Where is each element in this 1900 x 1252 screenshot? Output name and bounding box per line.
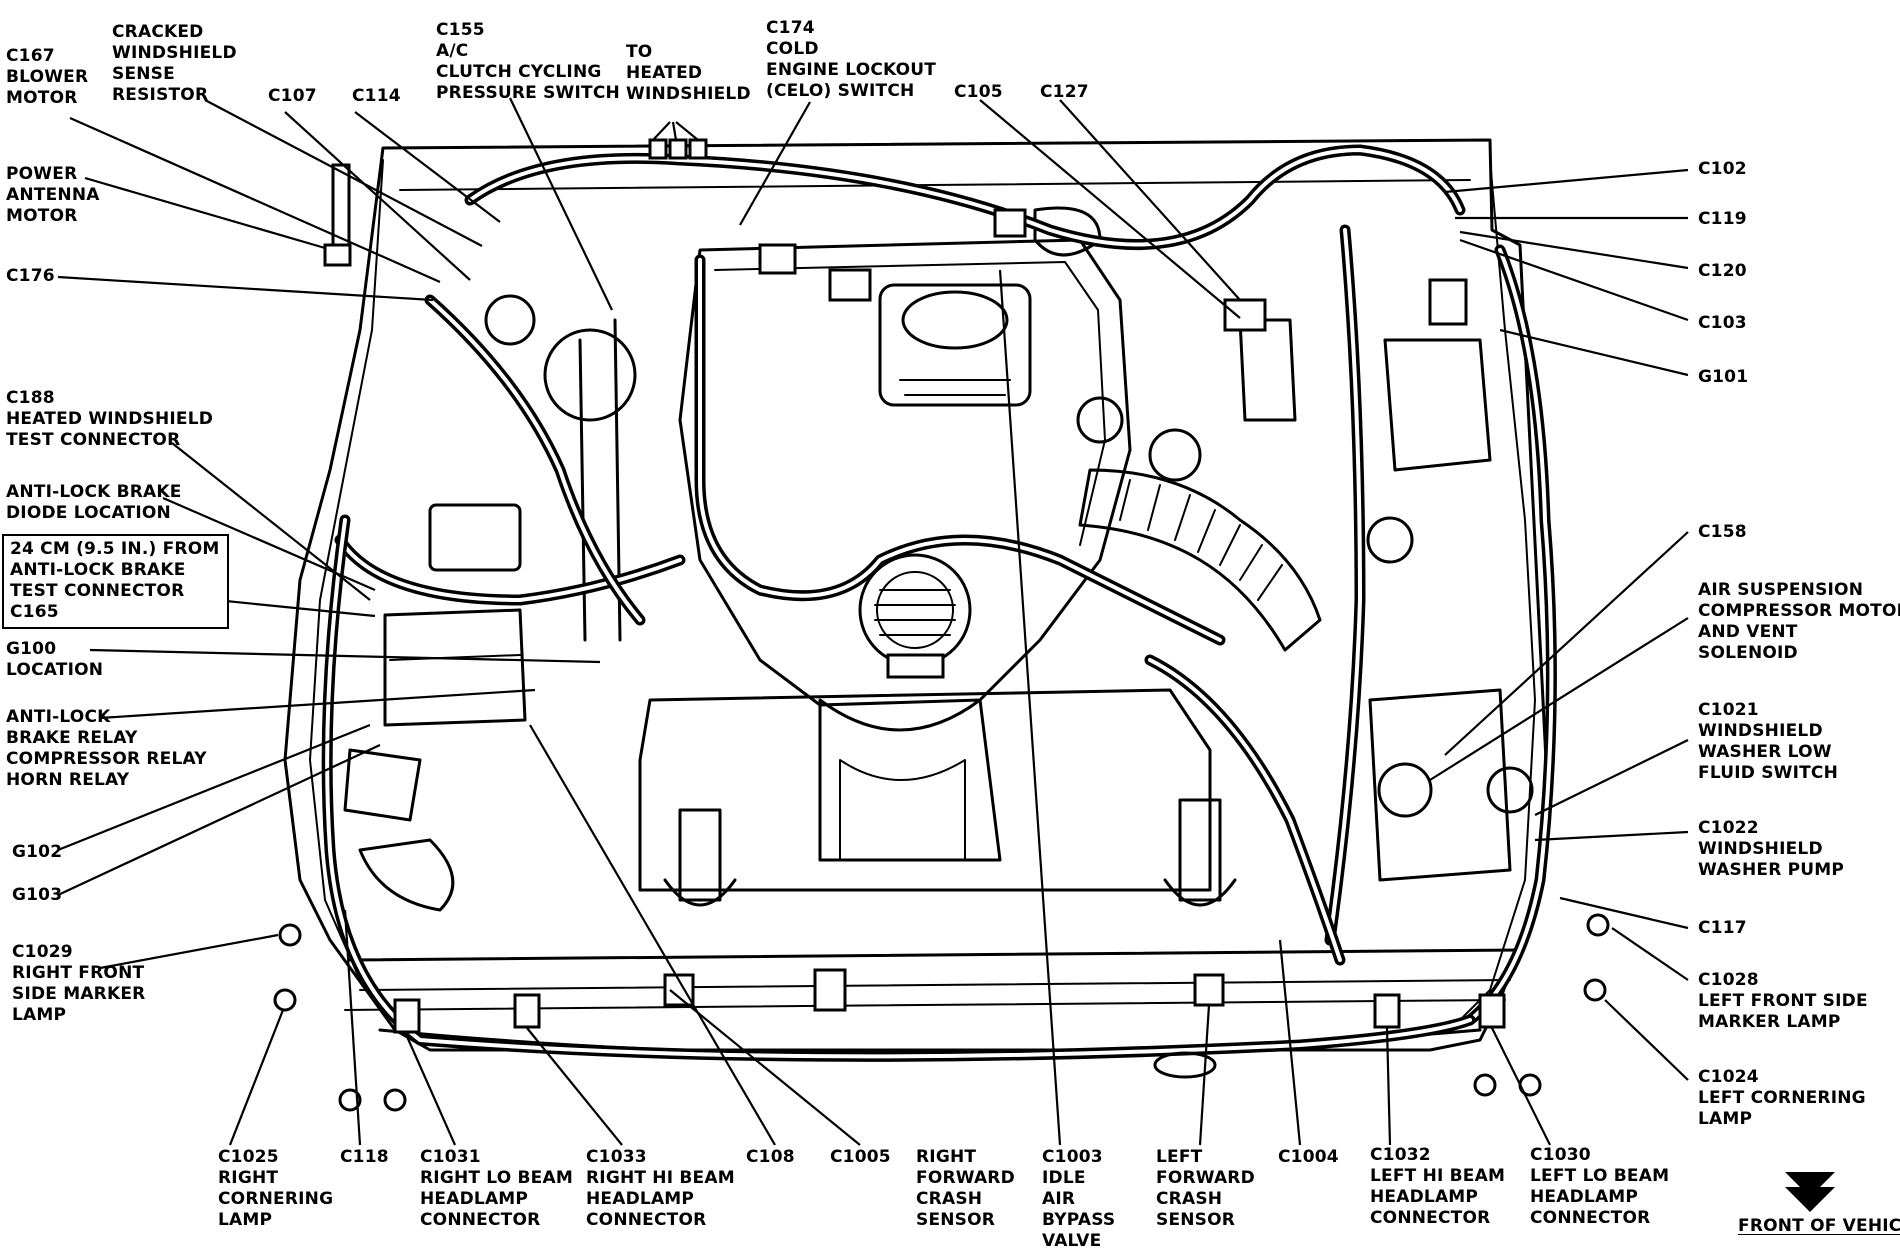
engine-compartment-drawing xyxy=(273,138,1610,1112)
label-c174-celo-switch: C174 COLD ENGINE LOCKOUT (CELO) SWITCH xyxy=(766,18,937,101)
label-c119: C119 xyxy=(1698,209,1747,229)
label-g103: G103 xyxy=(12,885,63,905)
label-c105: C105 xyxy=(954,82,1003,102)
label-c117: C117 xyxy=(1698,918,1747,938)
label-c108: C108 xyxy=(746,1147,795,1167)
label-c1005: C1005 xyxy=(830,1147,891,1167)
callout-leader-lines xyxy=(57,97,1689,1146)
label-c1028-left-front-side-marker-lamp: C1028 LEFT FRONT SIDE MARKER LAMP xyxy=(1698,970,1868,1032)
label-c176: C176 xyxy=(6,266,55,286)
label-c120: C120 xyxy=(1698,261,1747,281)
label-c103: C103 xyxy=(1698,313,1747,333)
label-c1021-washer-low-fluid-switch: C1021 WINDSHIELD WASHER LOW FLUID SWITCH xyxy=(1698,700,1839,783)
label-c1025-right-cornering-lamp: C1025 RIGHT CORNERING LAMP xyxy=(218,1147,334,1230)
label-c1031-right-lo-beam-headlamp-connector: C1031 RIGHT LO BEAM HEADLAMP CONNECTOR xyxy=(420,1147,573,1230)
down-arrow-icon xyxy=(1785,1172,1835,1212)
label-c1024-left-cornering-lamp: C1024 LEFT CORNERING LAMP xyxy=(1698,1067,1866,1129)
label-power-antenna-motor: POWER ANTENNA MOTOR xyxy=(6,164,100,226)
label-left-forward-crash-sensor: LEFT FORWARD CRASH SENSOR xyxy=(1156,1147,1255,1230)
label-c1030-left-lo-beam-headlamp-connector: C1030 LEFT LO BEAM HEADLAMP CONNECTOR xyxy=(1530,1145,1670,1228)
label-c118: C118 xyxy=(340,1147,389,1167)
label-c127: C127 xyxy=(1040,82,1089,102)
label-c1004: C1004 xyxy=(1278,1147,1339,1167)
label-c167-blower-motor: C167 BLOWER MOTOR xyxy=(6,46,89,108)
label-c155-ac-clutch-cycling-pressure-switch: C155 A/C CLUTCH CYCLING PRESSURE SWITCH xyxy=(436,20,620,103)
label-anti-lock-brake-diode-location: ANTI-LOCK BRAKE DIODE LOCATION xyxy=(6,482,182,523)
label-c114: C114 xyxy=(352,86,401,106)
label-c107: C107 xyxy=(268,86,317,106)
label-g100-location: G100 LOCATION xyxy=(6,639,104,680)
front-of-vehicle-label: FRONT OF VEHICLE xyxy=(1738,1216,1900,1236)
label-air-suspension-compressor-motor: AIR SUSPENSION COMPRESSOR MOTOR AND VENT… xyxy=(1698,580,1900,663)
label-c1033-right-hi-beam-headlamp-connector: C1033 RIGHT HI BEAM HEADLAMP CONNECTOR xyxy=(586,1147,735,1230)
label-c1032-left-hi-beam-headlamp-connector: C1032 LEFT HI BEAM HEADLAMP CONNECTOR xyxy=(1370,1145,1506,1228)
label-c102: C102 xyxy=(1698,159,1747,179)
label-to-heated-windshield: TO HEATED WINDSHIELD xyxy=(626,42,751,104)
label-right-forward-crash-sensor: RIGHT FORWARD CRASH SENSOR xyxy=(916,1147,1015,1230)
label-c1003-idle-air-bypass-valve: C1003 IDLE AIR BYPASS VALVE xyxy=(1042,1147,1116,1251)
label-g101: G101 xyxy=(1698,367,1749,387)
label-c158: C158 xyxy=(1698,522,1747,542)
label-c1029-right-front-side-marker-lamp: C1029 RIGHT FRONT SIDE MARKER LAMP xyxy=(12,942,146,1025)
label-cracked-windshield-sense-resistor: CRACKED WINDSHIELD SENSE RESISTOR xyxy=(112,22,237,105)
note-box-c165-location: 24 CM (9.5 IN.) FROM ANTI-LOCK BRAKE TES… xyxy=(2,534,230,629)
label-c188-heated-windshield-test-connector: C188 HEATED WINDSHIELD TEST CONNECTOR xyxy=(6,388,214,450)
label-g102: G102 xyxy=(12,842,63,862)
label-anti-lock-brake-relay-compressor-relay-horn-relay: ANTI-LOCK BRAKE RELAY COMPRESSOR RELAY H… xyxy=(6,707,207,790)
label-c1022-washer-pump: C1022 WINDSHIELD WASHER PUMP xyxy=(1698,818,1845,880)
